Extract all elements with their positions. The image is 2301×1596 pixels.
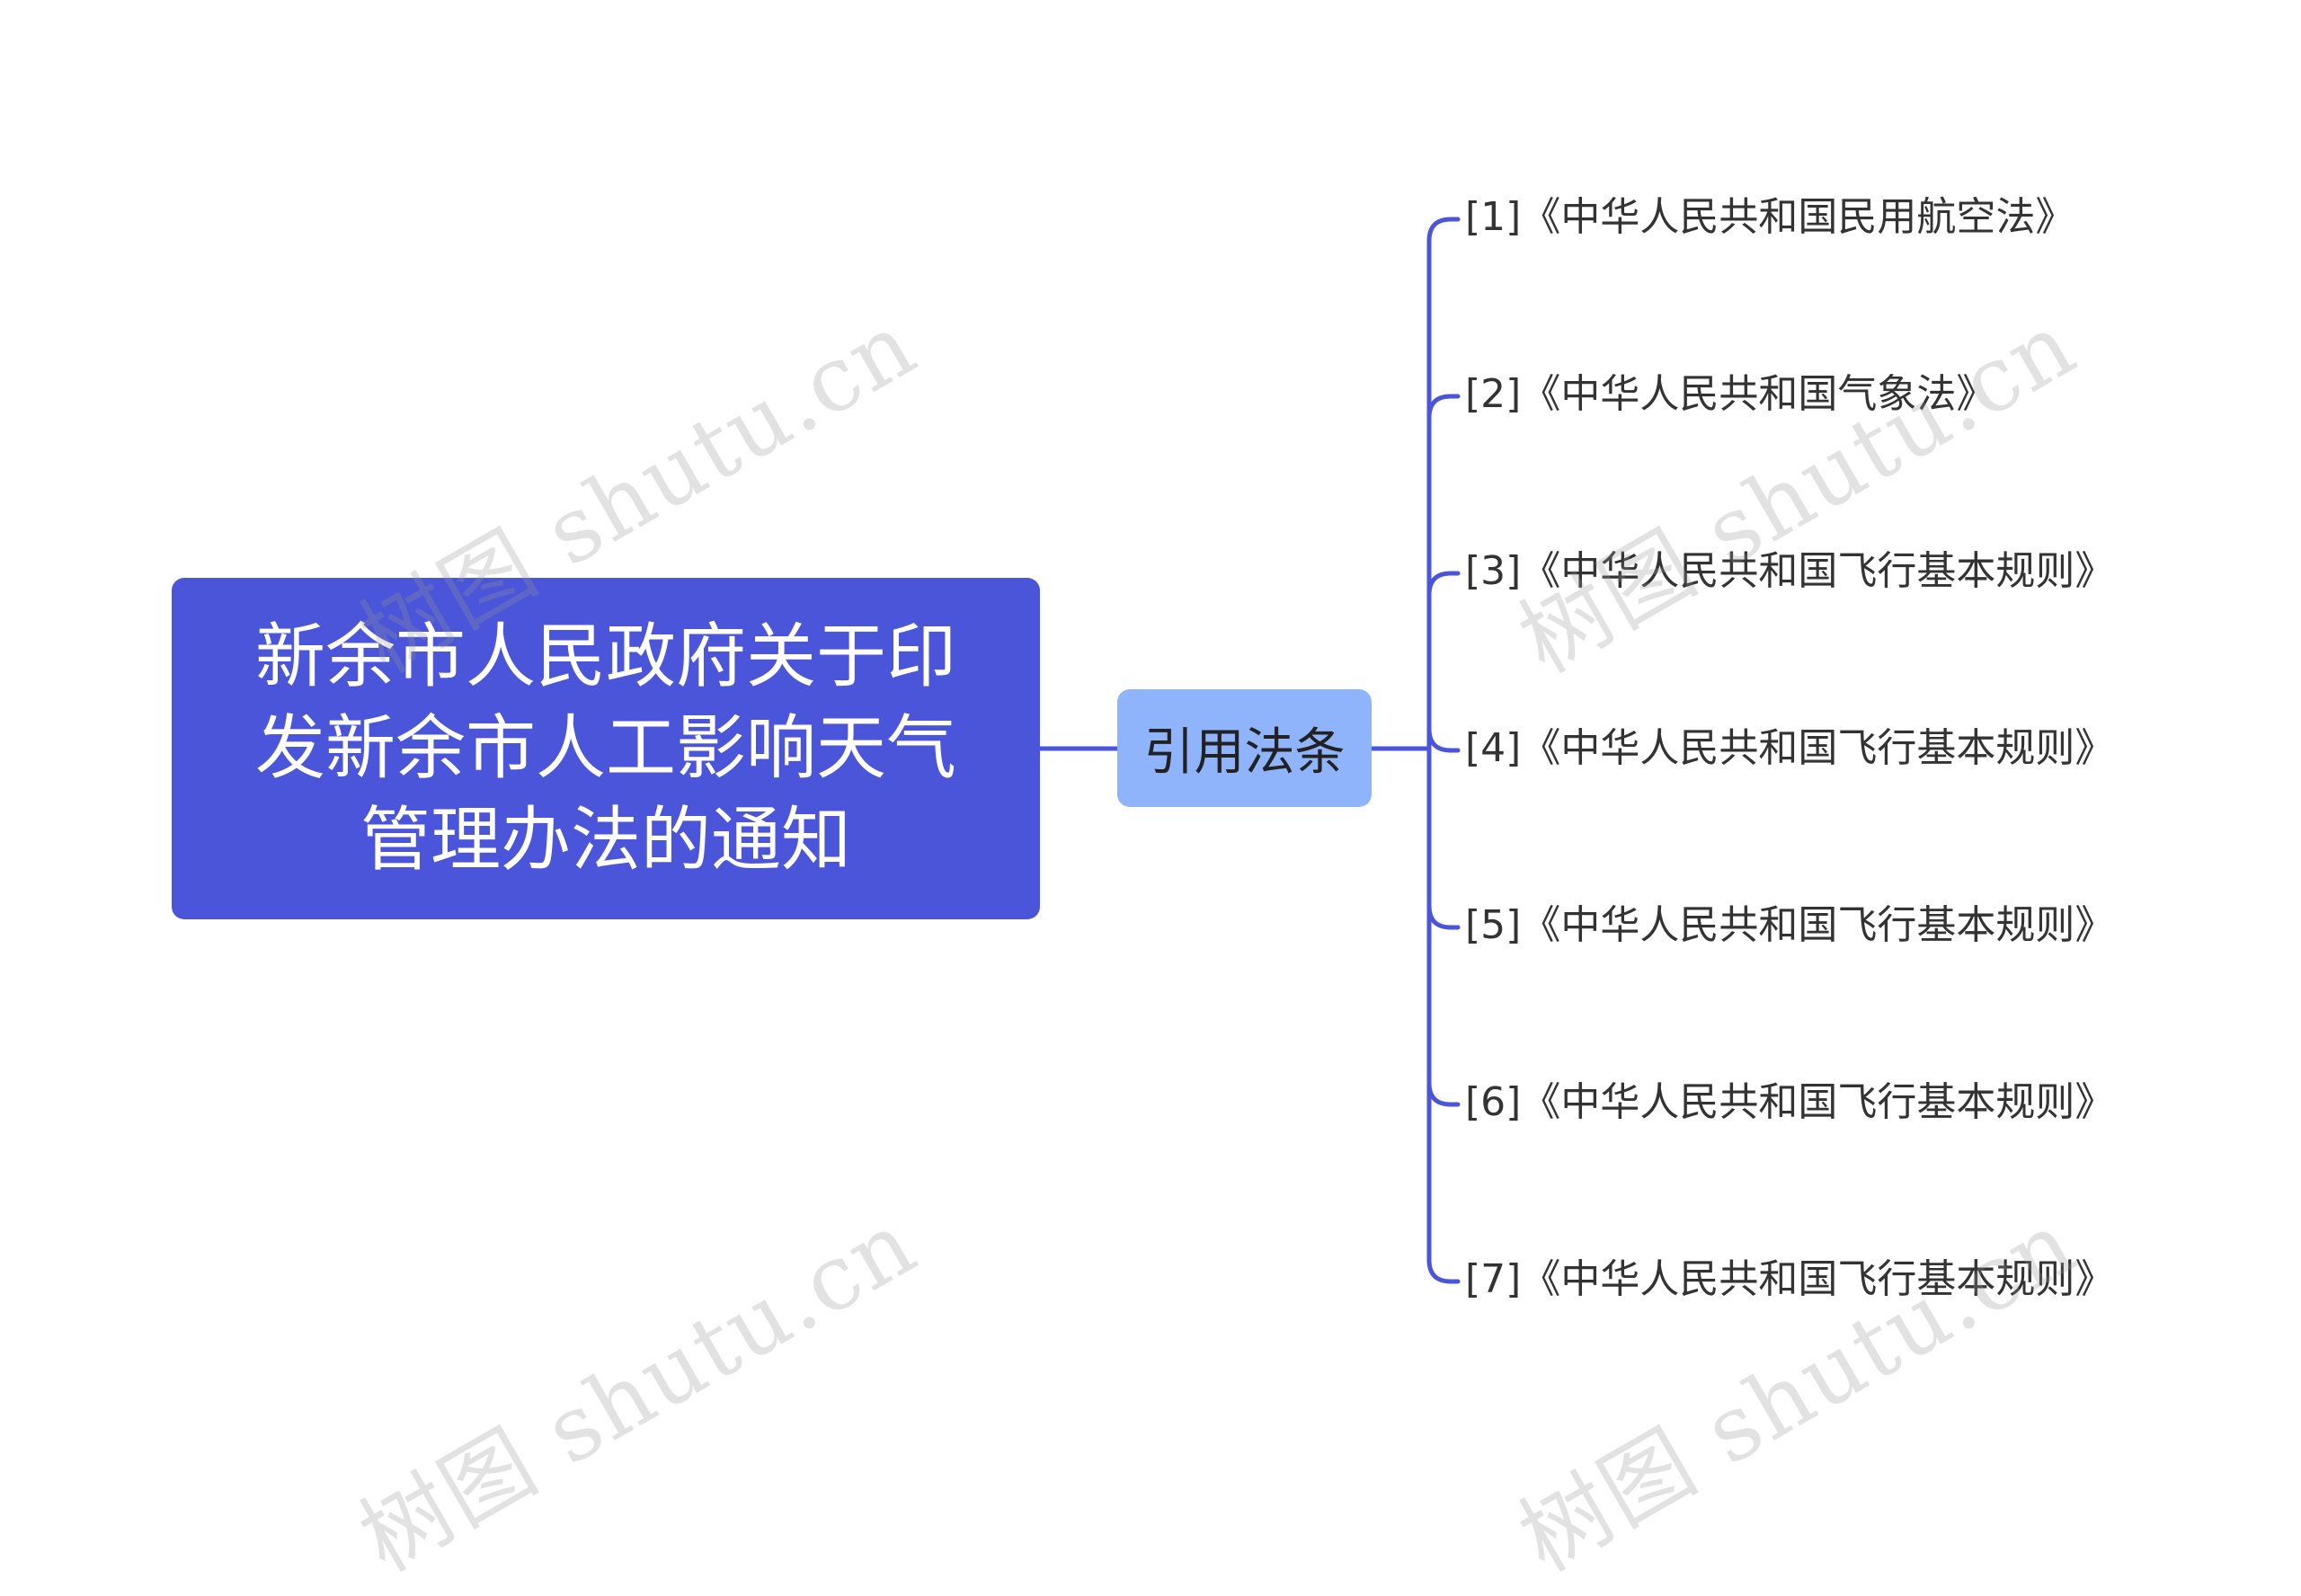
mind-map-canvas: 新余市人民政府关于印发新余市人工影响天气管理办法的通知 引用法条 [1]《中华人… <box>172 194 2115 1592</box>
leaf-connector-1 <box>1426 217 1461 244</box>
connector-lines <box>1037 217 1461 1284</box>
leaf-connector-3 <box>1426 571 1461 598</box>
leaf-node-2[interactable]: [2]《中华人民共和国气象法》 <box>1465 371 1996 417</box>
leaf-node-6[interactable]: [6]《中华人民共和国飞行基本规则》 <box>1465 1079 2115 1125</box>
leaf-connector-6 <box>1426 1080 1461 1107</box>
branch-node-cited-laws[interactable]: 引用法条 <box>1117 689 1372 807</box>
leaf-node-5[interactable]: [5]《中华人民共和国飞行基本规则》 <box>1465 902 2115 948</box>
root-node-label: 新余市人民政府关于印发新余市人工影响天气管理办法的通知 <box>254 616 956 881</box>
root-node[interactable]: 新余市人民政府关于印发新余市人工影响天气管理办法的通知 <box>172 578 1040 919</box>
leaf-node-3[interactable]: [3]《中华人民共和国飞行基本规则》 <box>1465 548 2115 594</box>
leaf-node-1[interactable]: [1]《中华人民共和国民用航空法》 <box>1465 194 2075 240</box>
leaf-node-4[interactable]: [4]《中华人民共和国飞行基本规则》 <box>1465 725 2115 771</box>
leaf-connector-2 <box>1426 394 1461 421</box>
leaf-connector-4 <box>1426 726 1461 753</box>
leaf-connector-7 <box>1426 1257 1461 1284</box>
leaf-node-7[interactable]: [7]《中华人民共和国飞行基本规则》 <box>1465 1256 2115 1302</box>
branch-node-label: 引用法条 <box>1143 723 1346 782</box>
leaf-connector-5 <box>1426 903 1461 930</box>
